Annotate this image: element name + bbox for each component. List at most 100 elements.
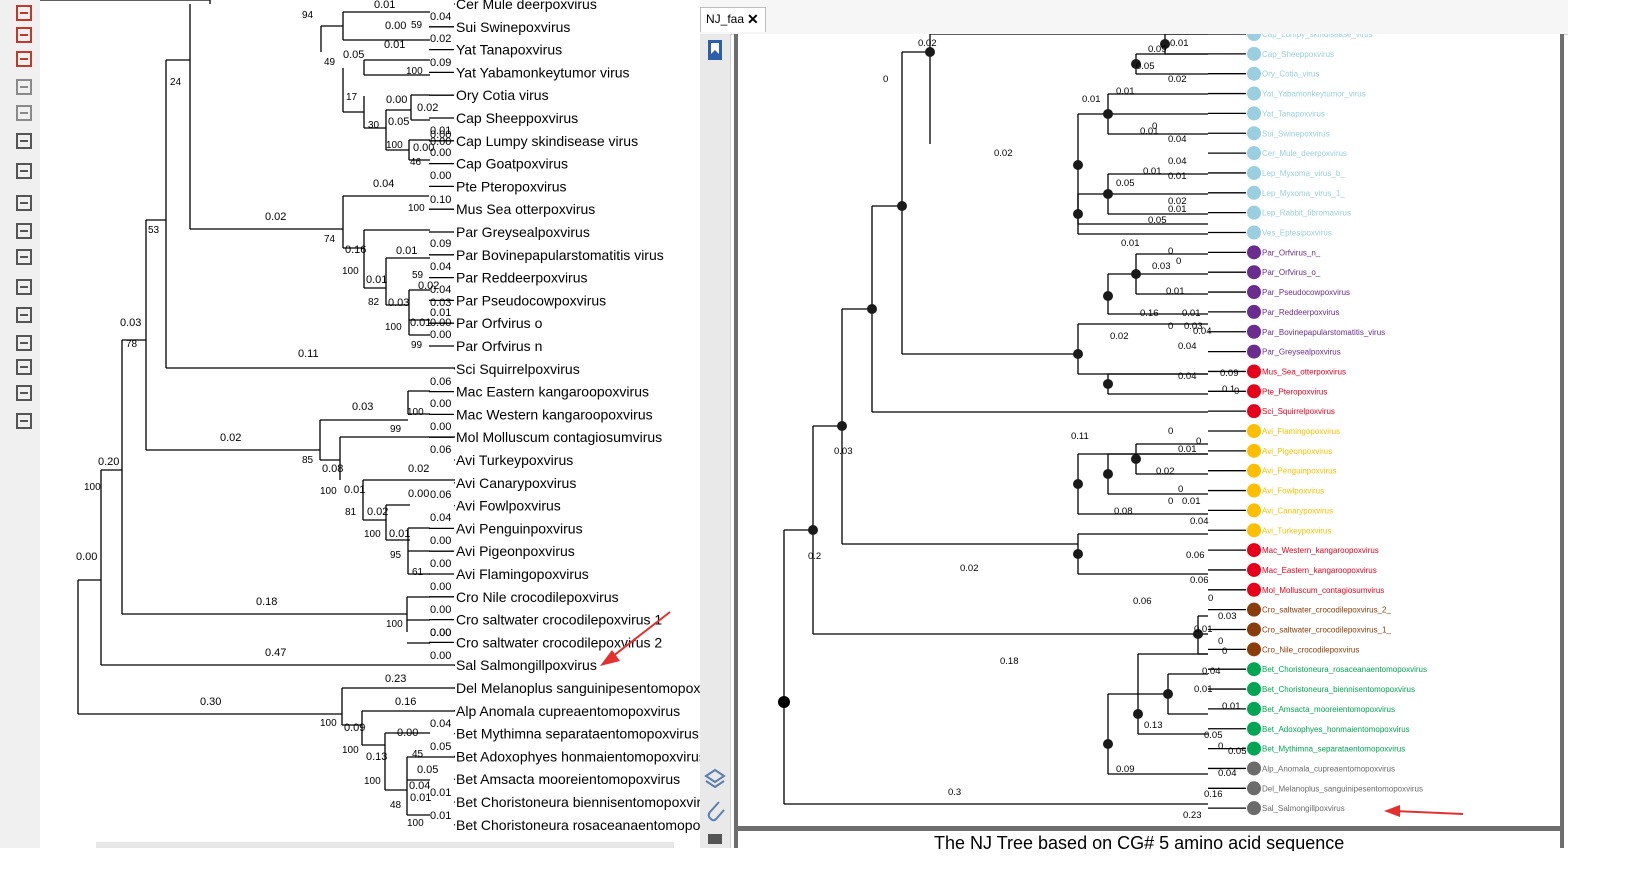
taxon-node	[1247, 205, 1261, 220]
branch-length-label: 0	[1152, 121, 1157, 132]
scale-icon[interactable]	[13, 356, 35, 378]
flip-icon[interactable]	[13, 76, 35, 98]
taxon-label: Bet_Adoxophyes_honmaientomopoxvirus	[1262, 725, 1410, 734]
branch-length-label: 0	[883, 74, 888, 85]
taxon-label: Bet_Choristoneura_rosaceanaentomopoxviru…	[1262, 665, 1427, 674]
branch-length-label: 0.02	[1168, 74, 1187, 85]
tip-distance-label: 0.02	[430, 33, 451, 45]
percent-icon[interactable]	[13, 332, 35, 354]
taxon-label: Sci Squirrelpoxvirus	[456, 361, 580, 377]
taxon-label: Yat_Yabamonkeytumor_virus	[1262, 90, 1366, 99]
taxon-label: Par_Pseudocowpoxvirus	[1262, 288, 1350, 297]
branch-length-label: 0.16	[1204, 789, 1223, 800]
taxon-label: Yat Tanapoxvirus	[456, 42, 562, 58]
compress-icon[interactable]	[13, 130, 35, 152]
comment-icon[interactable]	[708, 834, 722, 844]
tab-bar: NJ_faa ✕	[700, 0, 1568, 35]
tip-distance-label: 0.01	[374, 0, 395, 11]
tip-distance-label: 0.16	[395, 696, 416, 708]
taxon-label: Cap Lumpy skindisease virus	[456, 133, 638, 149]
tip-distance-label: 0.00	[430, 170, 451, 182]
taxon-node	[1247, 582, 1261, 597]
attachment-icon[interactable]	[707, 801, 725, 822]
taxon-label: Avi Penguinpoxvirus	[456, 520, 583, 536]
taxon-label: Sal_Salmongillpoxvirus	[1262, 804, 1345, 813]
branch-length-label: 0.11	[1071, 431, 1089, 442]
taxon-label: Avi_Canarypoxvirus	[1262, 506, 1333, 515]
taxon-label: Avi_Pigeonpoxvirus	[1262, 447, 1332, 456]
branch-length-label: 0.05	[1136, 61, 1155, 72]
annotation-arrow	[1392, 810, 1464, 815]
bootstrap-label: 100	[364, 776, 381, 787]
settings-icon[interactable]	[13, 410, 35, 432]
branch-length-label: 0.01	[1143, 166, 1162, 177]
branch-length-label: 0.03	[1152, 261, 1171, 272]
bookmark-icon[interactable]	[708, 40, 722, 60]
taxon-node	[1247, 562, 1261, 577]
branch-length-label: 0.01	[1140, 126, 1159, 137]
branch-length-label: 0.03	[352, 401, 373, 413]
taxon-node	[1247, 424, 1261, 438]
taxon-label: Avi_Fowlpoxvirus	[1262, 487, 1324, 496]
taxon-label: Yat Yabamonkeytumor virus	[456, 64, 630, 80]
branch-length-label: 0.1	[1222, 384, 1235, 395]
topology-icon[interactable]	[13, 382, 35, 404]
taxon-label: Mac_Western_kangaroopoxvirus	[1262, 546, 1379, 555]
close-icon[interactable]: ✕	[747, 11, 759, 27]
viewer-side-strip	[700, 34, 731, 848]
taxon-label: Alp Anomala cupreaentomopoxvirus	[456, 703, 680, 719]
branch-length-label: 0.00	[408, 488, 429, 500]
expand-icon[interactable]	[13, 246, 35, 268]
taxon-node	[1247, 46, 1261, 61]
taxon-node	[1247, 443, 1261, 458]
collapse-icon[interactable]	[13, 102, 35, 124]
taxon-node	[1247, 344, 1261, 359]
fit-icon[interactable]	[13, 220, 35, 242]
search-icon[interactable]	[13, 160, 35, 182]
annotation-arrow	[607, 611, 671, 661]
internal-node	[1073, 549, 1083, 559]
taxon-label: Lep_Myxoma_virus_b_	[1262, 169, 1345, 178]
branch-length-label: 0	[1168, 496, 1173, 507]
taxon-node	[1247, 701, 1261, 716]
tip-distance-label: 0.05	[430, 741, 451, 753]
tip-distance-label: 0.01	[430, 125, 451, 137]
taxon-node	[1247, 285, 1261, 300]
internal-node	[867, 304, 877, 314]
reroot-icon[interactable]	[13, 48, 35, 70]
branch-length-label: 0.02	[1156, 466, 1175, 477]
bootstrap-label: 46	[410, 157, 422, 168]
bootstrap-label: 24	[170, 77, 182, 88]
bootstrap-label: 100	[320, 486, 337, 497]
layers-icon[interactable]	[704, 768, 726, 789]
taxon-label: Ory Cotia virus	[456, 87, 549, 103]
subtree-icon[interactable]	[13, 304, 35, 326]
taxon-node	[1247, 225, 1261, 240]
tab-nj-faa[interactable]: NJ_faa ✕	[700, 7, 766, 32]
branch-length-label: 0.08	[1114, 506, 1133, 517]
branch-length-label: 0.01	[396, 245, 417, 257]
taxon-icon[interactable]	[13, 276, 35, 298]
taxon-node	[1247, 185, 1261, 200]
taxon-node	[1247, 364, 1261, 379]
taxon-label: Del Melanoplus sanguinipesentomopoxvirus	[456, 680, 700, 696]
taxon-label: Cro_saltwater_crocodilepoxvirus_2_	[1262, 606, 1392, 615]
bootstrap-label: 100	[84, 482, 101, 493]
branch-length-label: 0.04	[1178, 341, 1197, 352]
select-icon[interactable]	[13, 2, 35, 24]
bootstrap-label: 81	[345, 507, 357, 518]
branch-length-label: 0.09	[1116, 764, 1135, 775]
branch-length-label: 0.3	[948, 787, 961, 798]
taxon-label: Par_Reddeerpoxvirus	[1262, 308, 1339, 317]
taxon-node	[1247, 622, 1261, 637]
zoom-icon[interactable]	[13, 192, 35, 214]
taxon-node	[1247, 781, 1261, 796]
taxon-label: Cro Nile crocodilepoxvirus	[456, 589, 619, 605]
swap-icon[interactable]	[13, 24, 35, 46]
taxon-label: Cro saltwater crocodilepoxvirus 1	[456, 612, 662, 628]
bootstrap-label: 85	[302, 455, 314, 466]
horizontal-scrollbar[interactable]	[96, 842, 674, 848]
